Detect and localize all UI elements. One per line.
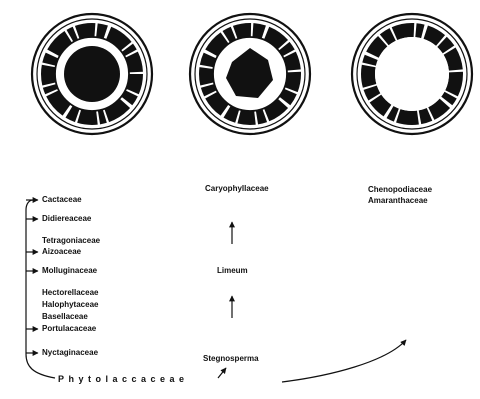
center-label-limeum: Limeum xyxy=(217,266,248,276)
center-label-stegnosperma: Stegnosperma xyxy=(203,354,259,364)
family-label-tetragoniaceae: Tetragoniaceae xyxy=(42,236,100,246)
family-label-nyctaginaceae: Nyctaginaceae xyxy=(42,348,98,358)
root-label-phytolaccaceae: Phytolaccaceae xyxy=(58,374,189,384)
center-label-caryophyllaceae: Caryophyllaceae xyxy=(205,184,269,194)
seed-section-hexagon-core xyxy=(190,14,310,134)
family-label-portulacaceae: Portulacaceae xyxy=(42,324,96,334)
right-label-chenopodiaceae: Chenopodiaceae xyxy=(368,185,432,195)
curved-arrow-to-chenopodiaceae xyxy=(282,340,406,382)
family-label-didiereaceae: Didiereaceae xyxy=(42,214,91,224)
right-label-amaranthaceae: Amaranthaceae xyxy=(368,196,428,206)
family-label-aizoaceae: Aizoaceae xyxy=(42,247,81,257)
seed-section-round-core xyxy=(32,14,152,134)
family-label-halophytaceae: Halophytaceae xyxy=(42,300,98,310)
family-label-basellaceae: Basellaceae xyxy=(42,312,88,322)
family-label-molluginaceae: Molluginaceae xyxy=(42,266,97,276)
seed-section-empty-core xyxy=(352,14,472,134)
family-label-cactaceae: Cactaceae xyxy=(42,195,82,205)
family-label-hectorellaceae: Hectorellaceae xyxy=(42,288,98,298)
